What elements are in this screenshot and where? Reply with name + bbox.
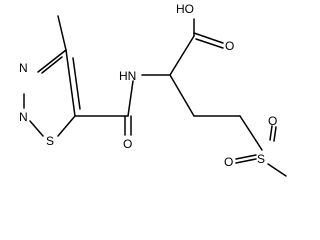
bond-cooh-co (193, 32, 224, 44)
atom-label-s1: S (46, 134, 54, 148)
bond-cooh-co-2 (195, 38, 224, 49)
atom-label-n3: N (19, 61, 28, 75)
atom-label-sulfonyl-o-left: O (224, 155, 233, 169)
bond-s-o-right (269, 125, 273, 141)
atom-label-sulfonyl-o-right: O (268, 114, 277, 128)
atom-label-oh: HO (176, 2, 194, 16)
atom-label-carbonyl-o-acid: O (225, 39, 234, 53)
atom-label-nh: HN (119, 69, 136, 83)
bond-s-o-left-2 (235, 158, 257, 164)
bond-n2-s1 (29, 120, 44, 137)
bond-c4-n3-inner (41, 56, 63, 74)
atom-label-sulfonyl-s: S (257, 152, 265, 166)
bond-s-methyl (267, 163, 287, 177)
bond-s1-c5 (57, 115, 76, 137)
bond-methyl-c4 (57, 15, 67, 51)
atom-label-carbonyl-o-amide: O (123, 137, 132, 151)
atom-labels: HO O HN O N N S S O O (19, 2, 277, 169)
bond-calpha-ch2a (169, 74, 195, 117)
bond-c4-n3 (37, 49, 67, 73)
bond-c5-c4 (65, 49, 76, 117)
bond-s-o-right-2 (273, 126, 277, 142)
bond-c5-c4-inner (72, 57, 81, 110)
bond-amide-c-nh (127, 80, 134, 117)
bonds (23, 15, 287, 177)
bond-s-o-left (235, 154, 257, 160)
molecule-structure: HO O HN O N N S S O O (19, 2, 287, 177)
bond-calpha-cooh (169, 35, 195, 76)
atom-label-n2: N (19, 110, 28, 124)
bond-ch2b-s (239, 115, 263, 151)
